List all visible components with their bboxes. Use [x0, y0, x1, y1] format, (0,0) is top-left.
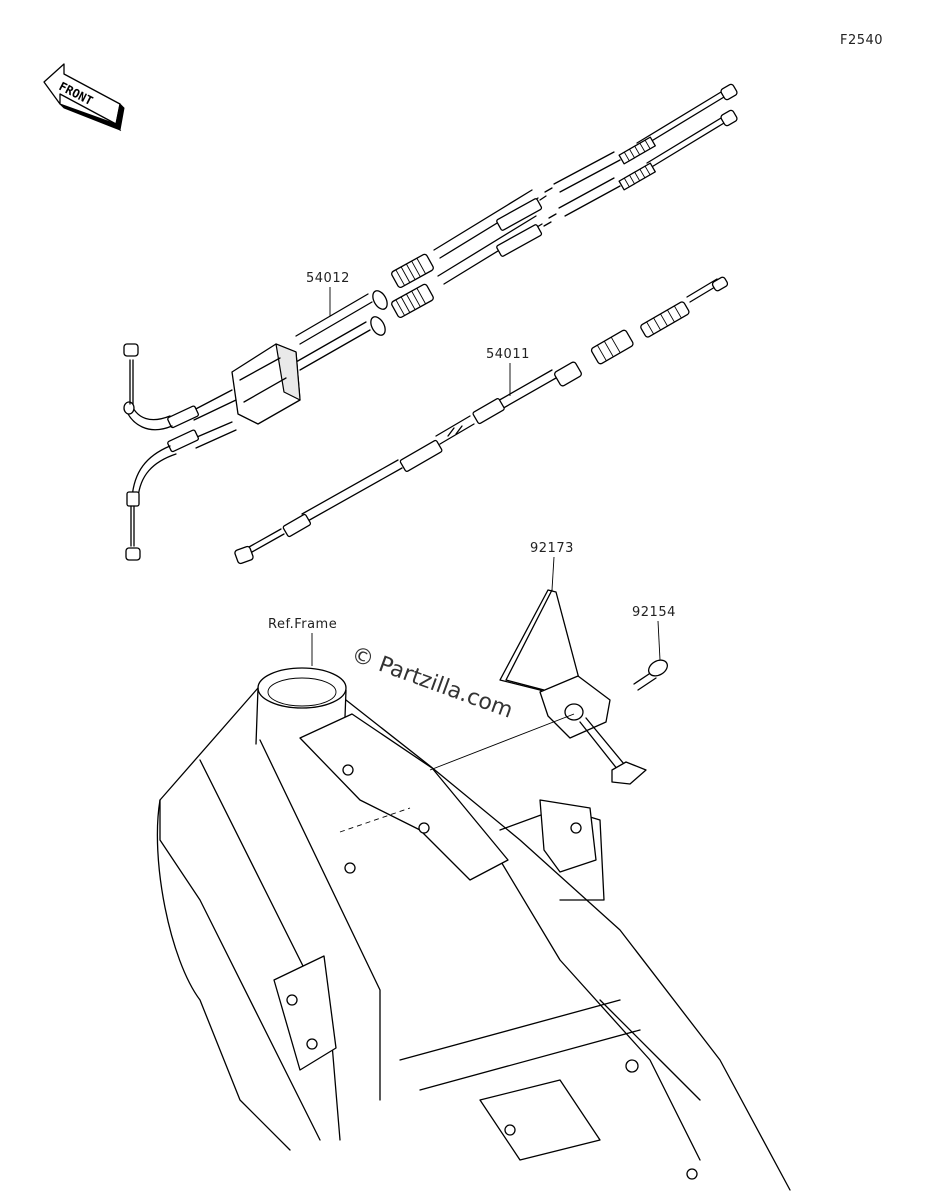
callout-label: 54011 [486, 347, 530, 362]
callout-92173: 92173 [530, 541, 574, 591]
cable-bracket-part [499, 589, 647, 785]
callout-92154: 92154 [632, 605, 676, 661]
bolt-part [633, 659, 668, 691]
choke-cable-assembly [234, 276, 729, 565]
throttle-cable-assembly [123, 83, 738, 561]
callout-label: 54012 [306, 271, 350, 286]
callout-label: 92154 [632, 605, 676, 620]
callout-54011: 54011 [486, 347, 530, 396]
figure-code: F2540 [840, 33, 883, 48]
callout-54012: 54012 [306, 271, 350, 316]
watermark: © Partzilla.com [348, 642, 516, 724]
callout-ref-frame: Ref.Frame [268, 617, 337, 666]
front-arrow-icon: FRONT [43, 63, 125, 132]
callout-label: 92173 [530, 541, 574, 556]
callout-label: Ref.Frame [268, 617, 337, 632]
frame-reference [156, 667, 791, 1191]
